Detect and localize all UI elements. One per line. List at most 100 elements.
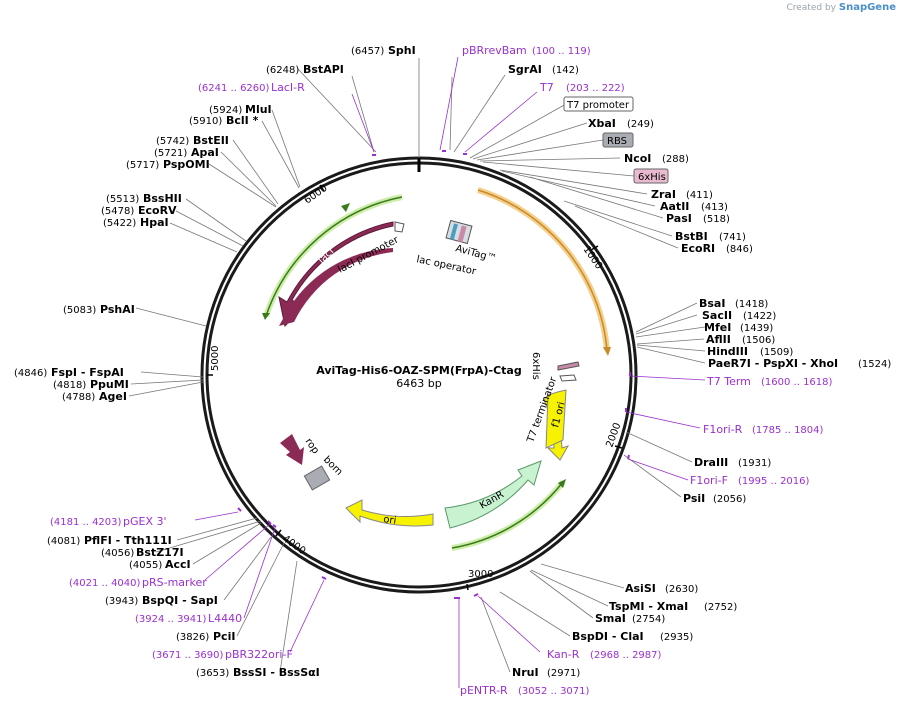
orf-green-arc-1 <box>263 194 403 317</box>
site-paeR7I: PaeR7I - PspXI - XhoI <box>708 357 838 370</box>
pos-hpaI: (5422) <box>103 218 136 229</box>
tick-label-3000: 3000 <box>468 569 493 580</box>
range-prsMarker: (4021 .. 4040) <box>69 578 141 589</box>
lac-operator-feature <box>445 219 473 245</box>
site-aatII: AatII <box>660 200 689 213</box>
orf-green-arrow-2 <box>558 479 566 488</box>
pos-mfeI: (1439) <box>740 323 773 334</box>
orf-green-arrow-1b <box>262 313 270 320</box>
pos-bsaI: (1418) <box>735 299 768 310</box>
boxed-t7-promoter: T7 promoter <box>566 100 630 111</box>
site-sgrAI: SgrAI <box>508 63 542 76</box>
orf-green-line-1 <box>265 196 403 317</box>
primer-t7term: T7 Term <box>706 375 751 388</box>
pos-hindIII: (1509) <box>760 347 793 358</box>
site-sphI: SphI <box>388 44 416 57</box>
primer-f1oriR: F1ori-R <box>703 423 743 436</box>
credit-text: Created by <box>786 3 836 13</box>
pos-smaI: (2754) <box>632 614 665 625</box>
site-asiSI: AsiSI <box>625 582 656 595</box>
pos-pasI: (518) <box>703 214 730 225</box>
site-ecoRI: EcoRI <box>681 242 715 255</box>
tick-label-6000: 6000 <box>302 183 329 207</box>
site-xbaI: XbaI <box>588 117 616 130</box>
pos-bssSI: (3653) <box>196 668 229 679</box>
site-draIII: DraIII <box>694 456 728 469</box>
lac-operator-label: lac operator <box>415 254 477 278</box>
site-bstEII: BstEII <box>193 134 229 147</box>
site-accI: AccI <box>165 558 191 571</box>
site-bstZ17I: BstZ17I <box>136 546 184 559</box>
range-l4440: (3924 .. 3941) <box>135 614 207 625</box>
site-bstBI: BstBI <box>675 230 708 243</box>
ori-feature <box>345 499 434 527</box>
primer-t7: T7 <box>539 81 554 94</box>
range-f1oriR: (1785 .. 1804) <box>752 425 824 436</box>
pos-mluI: (5924) <box>209 105 242 116</box>
snapgene-credit: Created by SnapGene <box>786 2 896 13</box>
site-pshAI: PshAI <box>100 303 135 316</box>
primer-prsMarker: pRS-marker <box>142 576 207 589</box>
pos-aatII: (413) <box>701 202 728 213</box>
site-pciI: PciI <box>213 630 235 643</box>
site-zraI: ZraI <box>651 188 676 201</box>
pos-ageI: (4788) <box>62 392 95 403</box>
site-psiI: PsiI <box>683 492 705 505</box>
pos-bspQI: (3943) <box>105 596 138 607</box>
orf-orange-line <box>477 189 608 351</box>
site-nruI: NruI <box>512 666 539 679</box>
orf-orange-arrow <box>603 347 611 356</box>
rop-feature <box>280 434 304 465</box>
pos-tspMI: (2752) <box>704 602 737 613</box>
primer-f1oriF: F1ori-F <box>690 474 728 487</box>
pos-ncoI: (288) <box>662 154 689 165</box>
boxed-sixhis: 6xHis <box>638 172 666 183</box>
site-hpaI: HpaI <box>140 216 169 229</box>
range-lacIR: (6241 .. 6260) <box>198 83 270 94</box>
range-pentrR: (3052 .. 3071) <box>518 686 590 697</box>
pos-sphI: (6457) <box>351 46 384 57</box>
primer-pBRrevBam: pBRrevBam <box>462 44 527 57</box>
range-pgex3: (4181 .. 4203) <box>50 517 122 528</box>
primer-pbr322oriF: pBR322ori-F <box>225 648 293 661</box>
ori-label: ori <box>383 514 397 527</box>
pos-apaI: (5721) <box>154 148 187 159</box>
snapgene-logo: SnapGene <box>838 2 896 13</box>
primer-lacIR: LacI-R <box>271 81 305 94</box>
site-hindIII: HindIII <box>707 345 748 358</box>
pos-ecoRI: (846) <box>726 244 753 255</box>
site-bssHII: BssHII <box>143 192 182 205</box>
site-bsaI: BsaI <box>699 297 725 310</box>
pos-xbaI: (249) <box>627 119 654 130</box>
pos-bspDI: (2935) <box>660 632 693 643</box>
site-mluI: MluI <box>245 103 272 116</box>
primer-pgex3: pGEX 3' <box>123 515 167 528</box>
scale-ticks <box>207 184 623 591</box>
site-fspI: FspI - FspAI <box>51 366 124 379</box>
site-ppuMI: PpuMI <box>90 378 129 391</box>
plasmid-name: AviTag-His6-OAZ-SPM(FrpA)-Ctag <box>316 364 521 377</box>
site-bclI: BclI * <box>226 114 259 127</box>
pos-sacII: (1422) <box>743 311 776 322</box>
pos-paeR7I: (1524) <box>858 359 891 370</box>
site-ageI: AgeI <box>99 390 127 403</box>
pos-nruI: (2971) <box>547 668 580 679</box>
site-smaI: SmaI <box>595 612 626 625</box>
site-mfeI: MfeI <box>704 321 731 334</box>
f1ori-body <box>545 389 567 449</box>
lacI-promoter-feature <box>394 221 405 233</box>
tick-label-5000: 5000 <box>210 346 221 371</box>
site-apaI: ApaI <box>191 146 219 159</box>
range-pBRrevBam: (100 .. 119) <box>532 46 591 57</box>
primer-leader-lines <box>194 56 706 688</box>
kanR-feature <box>444 460 542 529</box>
rop-label: rop <box>303 436 321 456</box>
pos-pshAI: (5083) <box>63 305 96 316</box>
rbs-box <box>602 132 634 148</box>
pos-bstZ17I: (4056) <box>101 548 134 559</box>
avitag-label: AviTag™ <box>454 243 497 264</box>
t7-promoter-box <box>563 96 634 112</box>
pos-bstAPI: (6248) <box>266 65 299 76</box>
range-t7: (203 .. 222) <box>566 83 625 94</box>
